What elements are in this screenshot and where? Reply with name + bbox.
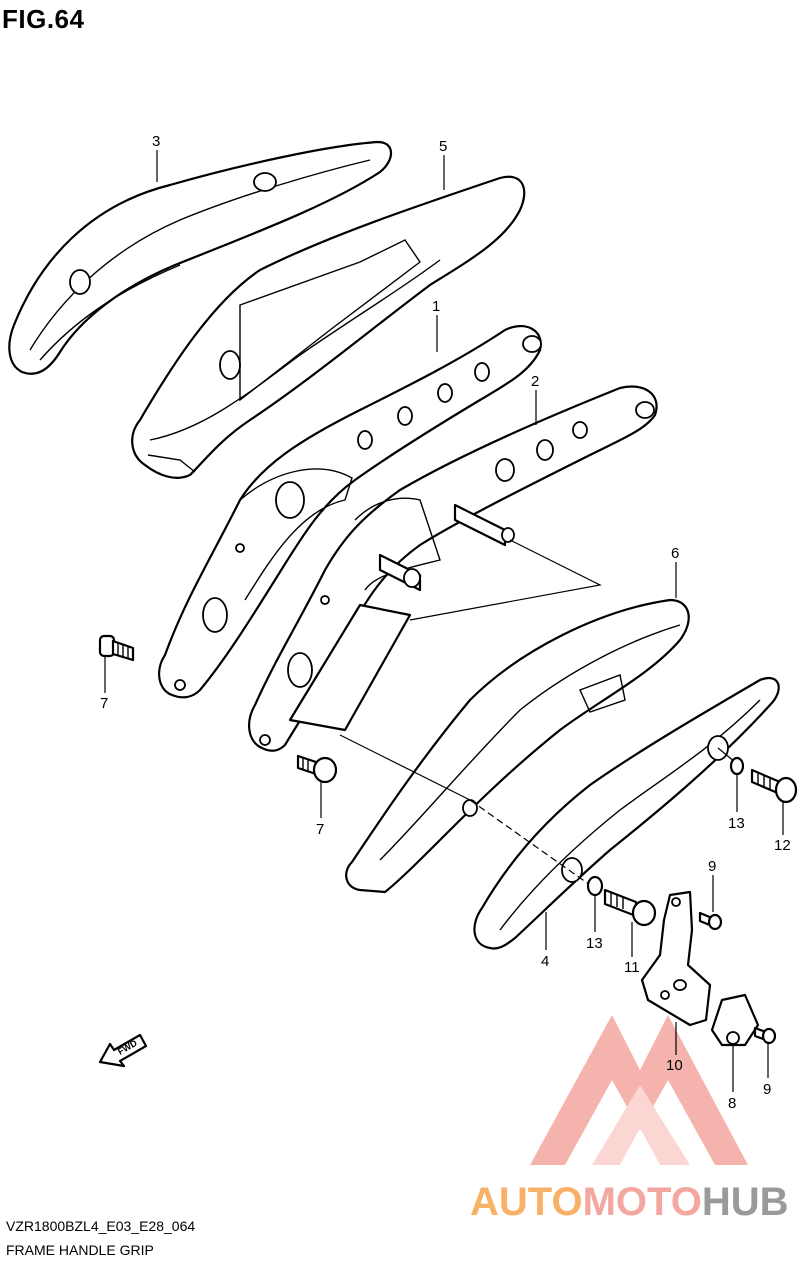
callout-3: 3 bbox=[152, 133, 160, 150]
part-2-frame-bracket bbox=[248, 385, 658, 752]
callout-1: 1 bbox=[432, 298, 440, 315]
callout-7-lower: 7 bbox=[316, 821, 324, 838]
callout-12: 12 bbox=[774, 837, 791, 854]
part-10-bracket bbox=[640, 890, 712, 1027]
bolt-11 bbox=[603, 888, 657, 927]
callout-7-upper: 7 bbox=[100, 695, 108, 712]
callout-13-right: 13 bbox=[728, 815, 745, 832]
fwd-arrow-icon: FWD bbox=[98, 1033, 148, 1068]
watermark-logo-icon bbox=[530, 1015, 748, 1165]
screw-9-lower bbox=[753, 1026, 777, 1045]
model-code: VZR1800BZL4_E03_E28_064 bbox=[6, 1218, 196, 1234]
callout-5: 5 bbox=[439, 138, 447, 155]
callout-9-lower: 9 bbox=[763, 1081, 771, 1098]
diagram-name: FRAME HANDLE GRIP bbox=[6, 1242, 154, 1258]
washer-13-lower bbox=[586, 875, 604, 897]
bolt-7-upper bbox=[98, 634, 135, 662]
callout-6: 6 bbox=[671, 545, 679, 562]
part-5-handle bbox=[131, 175, 526, 479]
svg-text:AUTOMOTOHUB: AUTOMOTOHUB bbox=[470, 1180, 789, 1224]
part-3-grip-cover bbox=[8, 140, 393, 375]
part-1-frame-bracket bbox=[158, 325, 542, 699]
alignment-line bbox=[469, 799, 591, 886]
alignment-line bbox=[339, 734, 471, 801]
callout-13-lower: 13 bbox=[586, 935, 603, 952]
callout-11: 11 bbox=[624, 959, 640, 976]
washer-13-right bbox=[729, 756, 745, 776]
bolt-12 bbox=[750, 768, 798, 804]
part-6-handle bbox=[345, 598, 690, 894]
bolt-7-lower bbox=[296, 754, 338, 784]
screw-9-upper bbox=[698, 911, 723, 931]
part-4-grip-cover bbox=[473, 677, 780, 950]
part-8-clamp bbox=[710, 993, 760, 1047]
callout-10: 10 bbox=[666, 1057, 683, 1074]
watermark-hub: HUB bbox=[702, 1180, 789, 1224]
callout-2: 2 bbox=[531, 373, 539, 390]
alignment-line bbox=[409, 539, 602, 621]
callout-9-upper: 9 bbox=[708, 858, 716, 875]
watermark-moto: MOTO bbox=[583, 1180, 702, 1224]
callout-4: 4 bbox=[541, 953, 549, 970]
callout-8: 8 bbox=[728, 1095, 736, 1112]
watermark-auto: AUTO bbox=[470, 1180, 583, 1224]
callout-leaders bbox=[104, 150, 784, 1092]
figure-title: FIG.64 bbox=[2, 4, 85, 34]
